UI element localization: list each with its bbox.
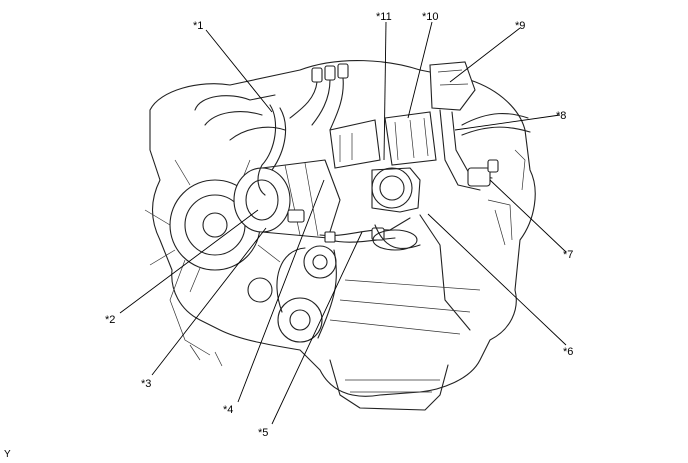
leader-c9 (449, 27, 521, 83)
leader-lines (119, 21, 567, 425)
leader-c11 (383, 21, 387, 161)
callout-c9: *9 (515, 20, 525, 32)
callout-c2: *2 (105, 314, 115, 326)
corner-label: Y (4, 449, 11, 460)
callout-c5: *5 (258, 427, 268, 439)
engine-drawing (144, 60, 536, 411)
leader-c7 (489, 179, 567, 253)
callout-c1: *1 (193, 20, 203, 32)
callout-c3: *3 (141, 378, 151, 390)
callout-c11: *11 (376, 11, 392, 23)
leader-c8 (454, 114, 561, 131)
callout-labels: *1 *2 *3 *4 *5 *6 *7 *8 *9 *10 *11 (105, 11, 573, 439)
callout-c7: *7 (563, 249, 573, 261)
leader-c2 (119, 209, 259, 314)
leader-c5 (271, 231, 363, 425)
leader-c4 (237, 179, 325, 403)
callout-c6: *6 (563, 346, 573, 358)
leader-c6 (427, 213, 567, 346)
callout-c8: *8 (556, 110, 566, 122)
leader-c10 (407, 21, 433, 119)
leader-c1 (205, 29, 273, 113)
callout-c4: *4 (223, 404, 233, 416)
callout-c10: *10 (422, 11, 439, 23)
leader-c3 (151, 227, 267, 376)
